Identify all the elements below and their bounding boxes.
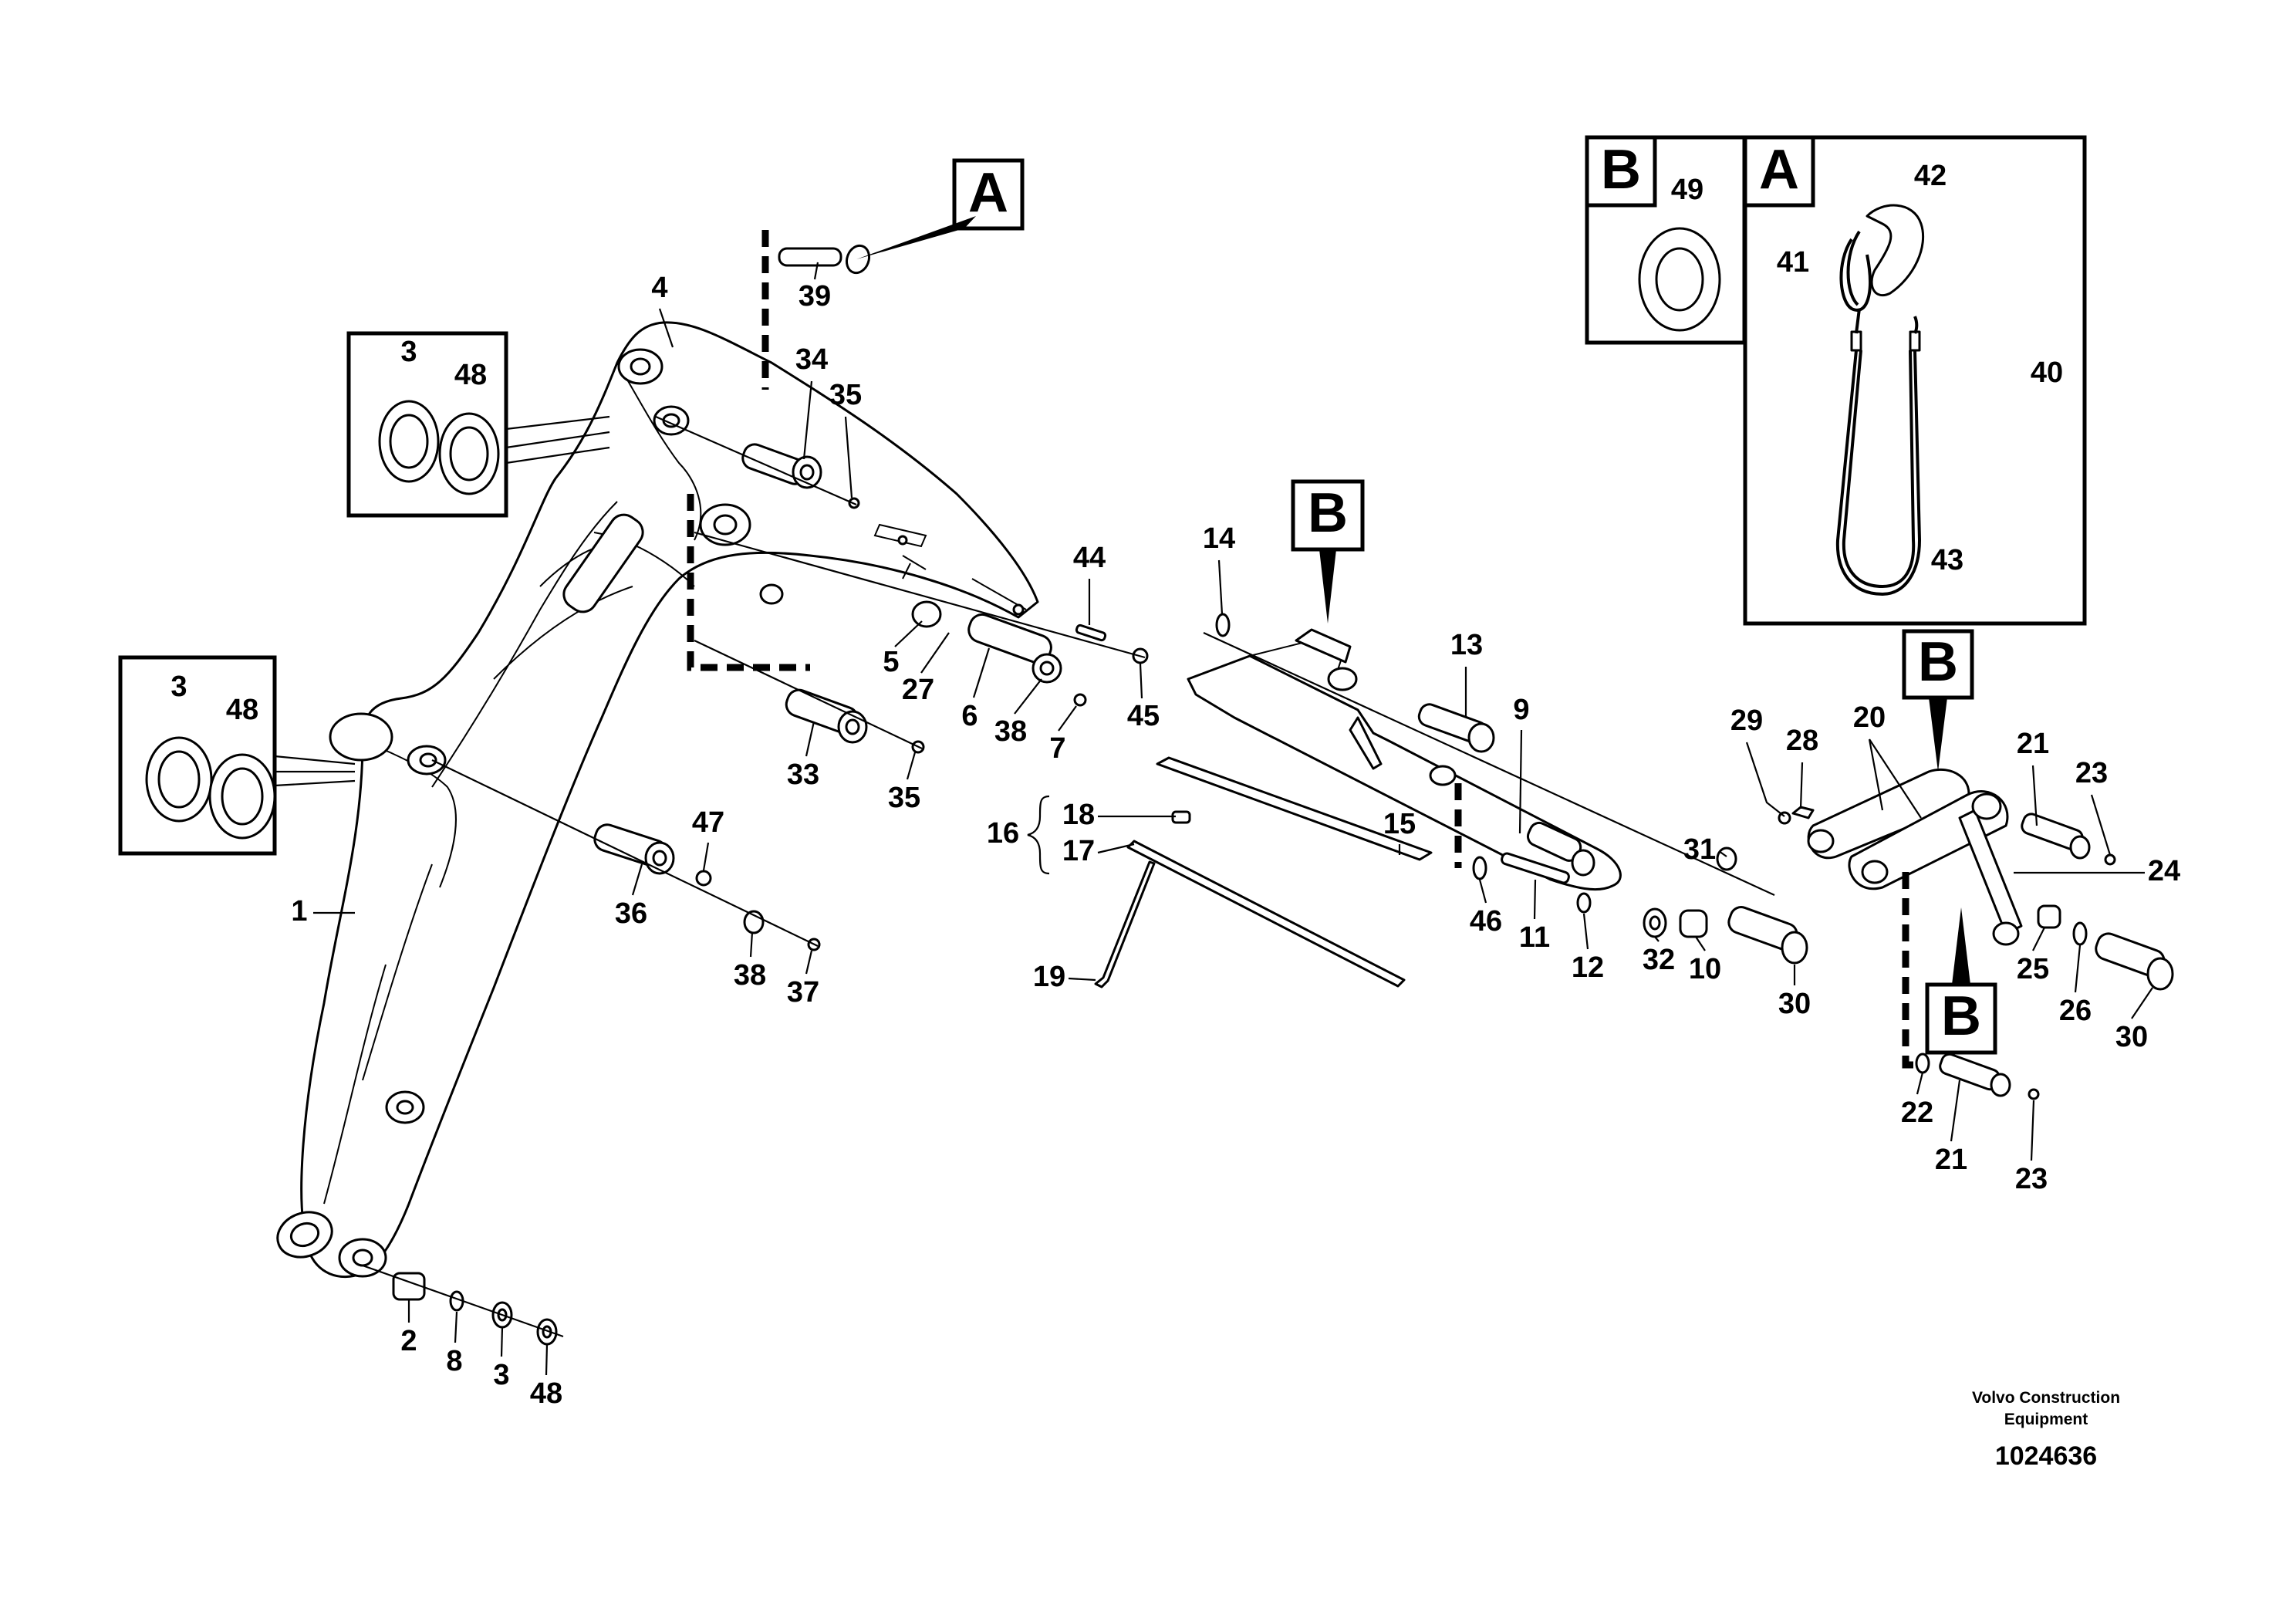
brand-line-2: Equipment <box>2004 1411 2088 1428</box>
callout-c-36: 36 <box>615 897 647 930</box>
tag-B-link-top: B <box>1902 629 1974 772</box>
boom-arm <box>276 321 1039 1278</box>
callout-c-18: 18 <box>1062 799 1095 831</box>
callout-c-32: 32 <box>1643 944 1675 976</box>
callout-c-20: 20 <box>1853 701 1886 734</box>
callout-c-34: 34 <box>795 343 828 376</box>
brand-line-1: Volvo Construction <box>1972 1389 2120 1407</box>
svg-text:B: B <box>1941 985 1981 1047</box>
quick-coupler-cylinder <box>1094 613 1808 988</box>
callout-c-11: 11 <box>1519 921 1550 954</box>
callout-c-14: 14 <box>1203 522 1235 555</box>
callout-c-15: 15 <box>1383 808 1416 840</box>
callout-c-13: 13 <box>1450 629 1483 661</box>
footer-brand: Volvo Construction Equipment 1024636 <box>1972 1389 2120 1471</box>
callout-c-43: 43 <box>1931 544 1963 576</box>
linkage-assembly <box>1778 768 2174 1100</box>
callout-c-47: 47 <box>692 806 724 839</box>
detail-box-A-pin-lanyard <box>1743 135 2087 626</box>
callout-c-22: 22 <box>1901 1097 1933 1129</box>
svg-text:B: B <box>1601 139 1641 201</box>
callout-c-26: 26 <box>2059 995 2092 1027</box>
callout-c-46: 46 <box>1470 905 1502 938</box>
tag-A-detail: A <box>1743 135 1815 208</box>
callout-c-21a: 21 <box>2017 728 2049 760</box>
callout-c-3c: 3 <box>493 1359 509 1391</box>
callout-c-38a: 38 <box>994 715 1027 748</box>
callout-c-21b: 21 <box>1935 1144 1967 1176</box>
callout-c-33: 33 <box>787 759 819 791</box>
tag-B-cylinder: B <box>1291 479 1365 623</box>
callout-c-1: 1 <box>291 895 307 928</box>
svg-text:B: B <box>1918 631 1958 693</box>
callout-c-17: 17 <box>1062 835 1095 867</box>
pins-and-bushings <box>392 244 1149 1346</box>
callout-c-39: 39 <box>799 280 831 313</box>
callout-c-23b: 23 <box>2015 1163 2048 1195</box>
detail-box-washers-lower <box>118 655 277 856</box>
svg-text:B: B <box>1308 482 1348 544</box>
callout-c-4: 4 <box>651 272 667 304</box>
callout-c-7: 7 <box>1049 732 1065 765</box>
tag-B-link-bottom: B <box>1925 907 1997 1055</box>
callout-c-30b: 30 <box>2115 1021 2148 1053</box>
callout-c-9: 9 <box>1513 694 1529 726</box>
dashed-assembly-lines <box>687 230 1913 1069</box>
callout-c-6: 6 <box>961 700 977 732</box>
callout-c-37: 37 <box>787 976 819 1009</box>
callout-c-19: 19 <box>1033 961 1065 993</box>
callout-c-45: 45 <box>1127 700 1160 732</box>
callout-c-40: 40 <box>2031 357 2063 389</box>
tag-A-main: A <box>856 158 1025 259</box>
assembly-axes <box>362 415 1775 1338</box>
callout-c-44: 44 <box>1073 542 1106 574</box>
callout-c-48a: 48 <box>454 359 487 391</box>
callout-c-31: 31 <box>1683 833 1716 866</box>
svg-text:A: A <box>1759 139 1799 201</box>
callout-c-2: 2 <box>400 1325 417 1357</box>
callout-c-48c: 48 <box>530 1377 562 1410</box>
callout-c-12: 12 <box>1572 951 1604 984</box>
callout-c-16: 16 <box>987 817 1019 850</box>
callout-c-49: 49 <box>1671 174 1703 206</box>
callout-c-35b: 35 <box>888 782 920 814</box>
callout-c-38b: 38 <box>734 959 766 992</box>
callout-c-41: 41 <box>1777 246 1809 279</box>
callout-c-35a: 35 <box>829 379 862 411</box>
callout-c-8: 8 <box>446 1345 462 1377</box>
callout-c-48b: 48 <box>226 694 258 726</box>
document-number: 1024636 <box>1995 1441 2097 1471</box>
callout-c-23a: 23 <box>2075 757 2108 789</box>
brace-16 <box>1027 795 1050 875</box>
svg-text:A: A <box>968 162 1008 224</box>
callout-c-28: 28 <box>1786 725 1818 757</box>
callout-c-42: 42 <box>1914 160 1947 192</box>
callout-c-5: 5 <box>883 646 899 678</box>
callout-c-30a: 30 <box>1778 988 1811 1020</box>
callout-c-3b: 3 <box>171 671 187 703</box>
callout-c-24: 24 <box>2148 855 2180 887</box>
detail-box-washers-upper <box>346 331 508 518</box>
tag-B-detail: B <box>1585 135 1657 208</box>
callout-c-25: 25 <box>2017 953 2049 985</box>
callout-c-3a: 3 <box>400 336 417 368</box>
callout-c-27: 27 <box>902 674 934 706</box>
callout-c-10: 10 <box>1689 953 1721 985</box>
callout-c-29: 29 <box>1730 705 1763 737</box>
